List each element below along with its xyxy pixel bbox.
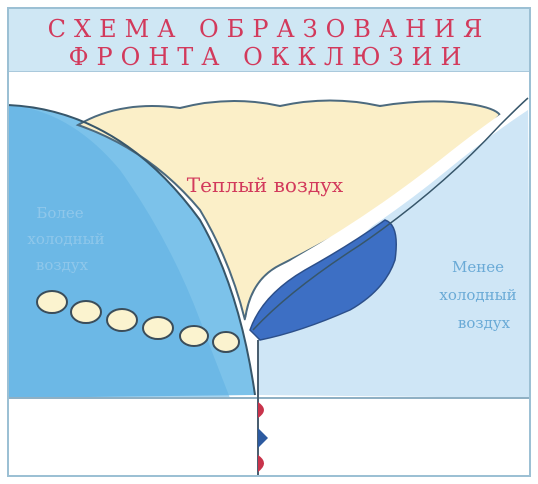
cold-left-line-2: холодный xyxy=(27,230,104,248)
cloud-icon xyxy=(180,326,208,346)
cold-right-line-1: Менее xyxy=(452,258,504,276)
warm-air-label: Теплый воздух xyxy=(187,173,344,197)
cold-left-line-1: Более xyxy=(36,204,83,222)
cloud-icon xyxy=(71,301,101,323)
cloud-icon xyxy=(213,332,239,352)
cold-right-line-2: холодный xyxy=(439,286,516,304)
cloud-icon xyxy=(107,309,137,331)
cold-left-line-3: воздух xyxy=(36,256,89,274)
ground xyxy=(8,398,530,476)
cloud-icon xyxy=(143,317,173,339)
cloud-icon xyxy=(37,291,67,313)
cold-right-line-3: воздух xyxy=(458,314,511,332)
